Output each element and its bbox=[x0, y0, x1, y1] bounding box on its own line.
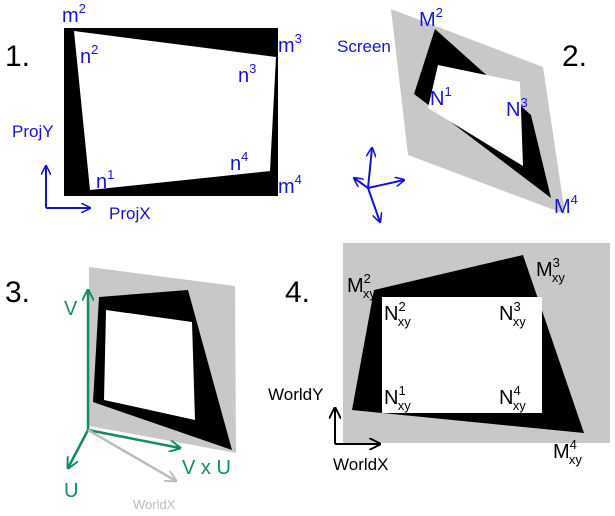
panel-1-number: 1. bbox=[5, 40, 30, 73]
panel-2-number: 2. bbox=[562, 40, 587, 73]
panel-2-label-M2: M2 bbox=[419, 5, 443, 31]
panel-4-worldx-label: WorldX bbox=[333, 455, 388, 474]
panel-2-inner-quad bbox=[428, 65, 523, 166]
panel-3-inner-quad bbox=[104, 310, 195, 420]
panel-1-label-m4: m4 bbox=[278, 172, 302, 198]
panel-1-label-n1: n1 bbox=[96, 167, 114, 193]
panel-2: 2. Screen M2 N1 N3 M4 bbox=[337, 5, 587, 222]
panel-3-worldx-label: WorldX bbox=[133, 497, 176, 512]
panel-4-inner-rect bbox=[382, 297, 542, 413]
panel-2-label-N1: N1 bbox=[430, 84, 452, 110]
panel-1-inner-quad bbox=[74, 31, 276, 190]
panel-1-label-m3: m3 bbox=[278, 31, 302, 57]
panel-1-label-n4: n4 bbox=[230, 149, 248, 175]
panel-3-u-axis bbox=[68, 429, 90, 468]
panel-3: 3. V U V x U WorldX bbox=[5, 267, 236, 512]
panel-2-label-N3: N3 bbox=[506, 95, 528, 121]
panel-2-axes-icon bbox=[354, 148, 404, 222]
panel-3-v-label: V bbox=[64, 298, 78, 320]
panel-1-label-n3: n3 bbox=[238, 61, 256, 87]
panel-1-label-m2: m2 bbox=[62, 1, 86, 27]
panel-3-u-label: U bbox=[64, 480, 78, 502]
panel-1-projy-label: ProjY bbox=[12, 122, 54, 141]
panel-2-label-M4: M4 bbox=[554, 192, 578, 218]
panel-4-number: 4. bbox=[285, 276, 310, 309]
panel-3-worldx-axis bbox=[87, 428, 176, 481]
panel-1-label-n2: n2 bbox=[80, 42, 98, 68]
panel-3-number: 3. bbox=[5, 276, 30, 309]
panel-1-projx-label: ProjX bbox=[109, 204, 151, 223]
panel-3-vxu-label: V x U bbox=[182, 457, 231, 479]
panel-2-screen-label: Screen bbox=[337, 37, 391, 56]
panel-1: 1. m2 m3 m4 n2 n3 n1 n4 ProjY ProjX bbox=[5, 1, 302, 223]
panel-4-worldy-label: WorldY bbox=[268, 385, 323, 404]
panel-3-vxu-axis bbox=[87, 428, 180, 448]
